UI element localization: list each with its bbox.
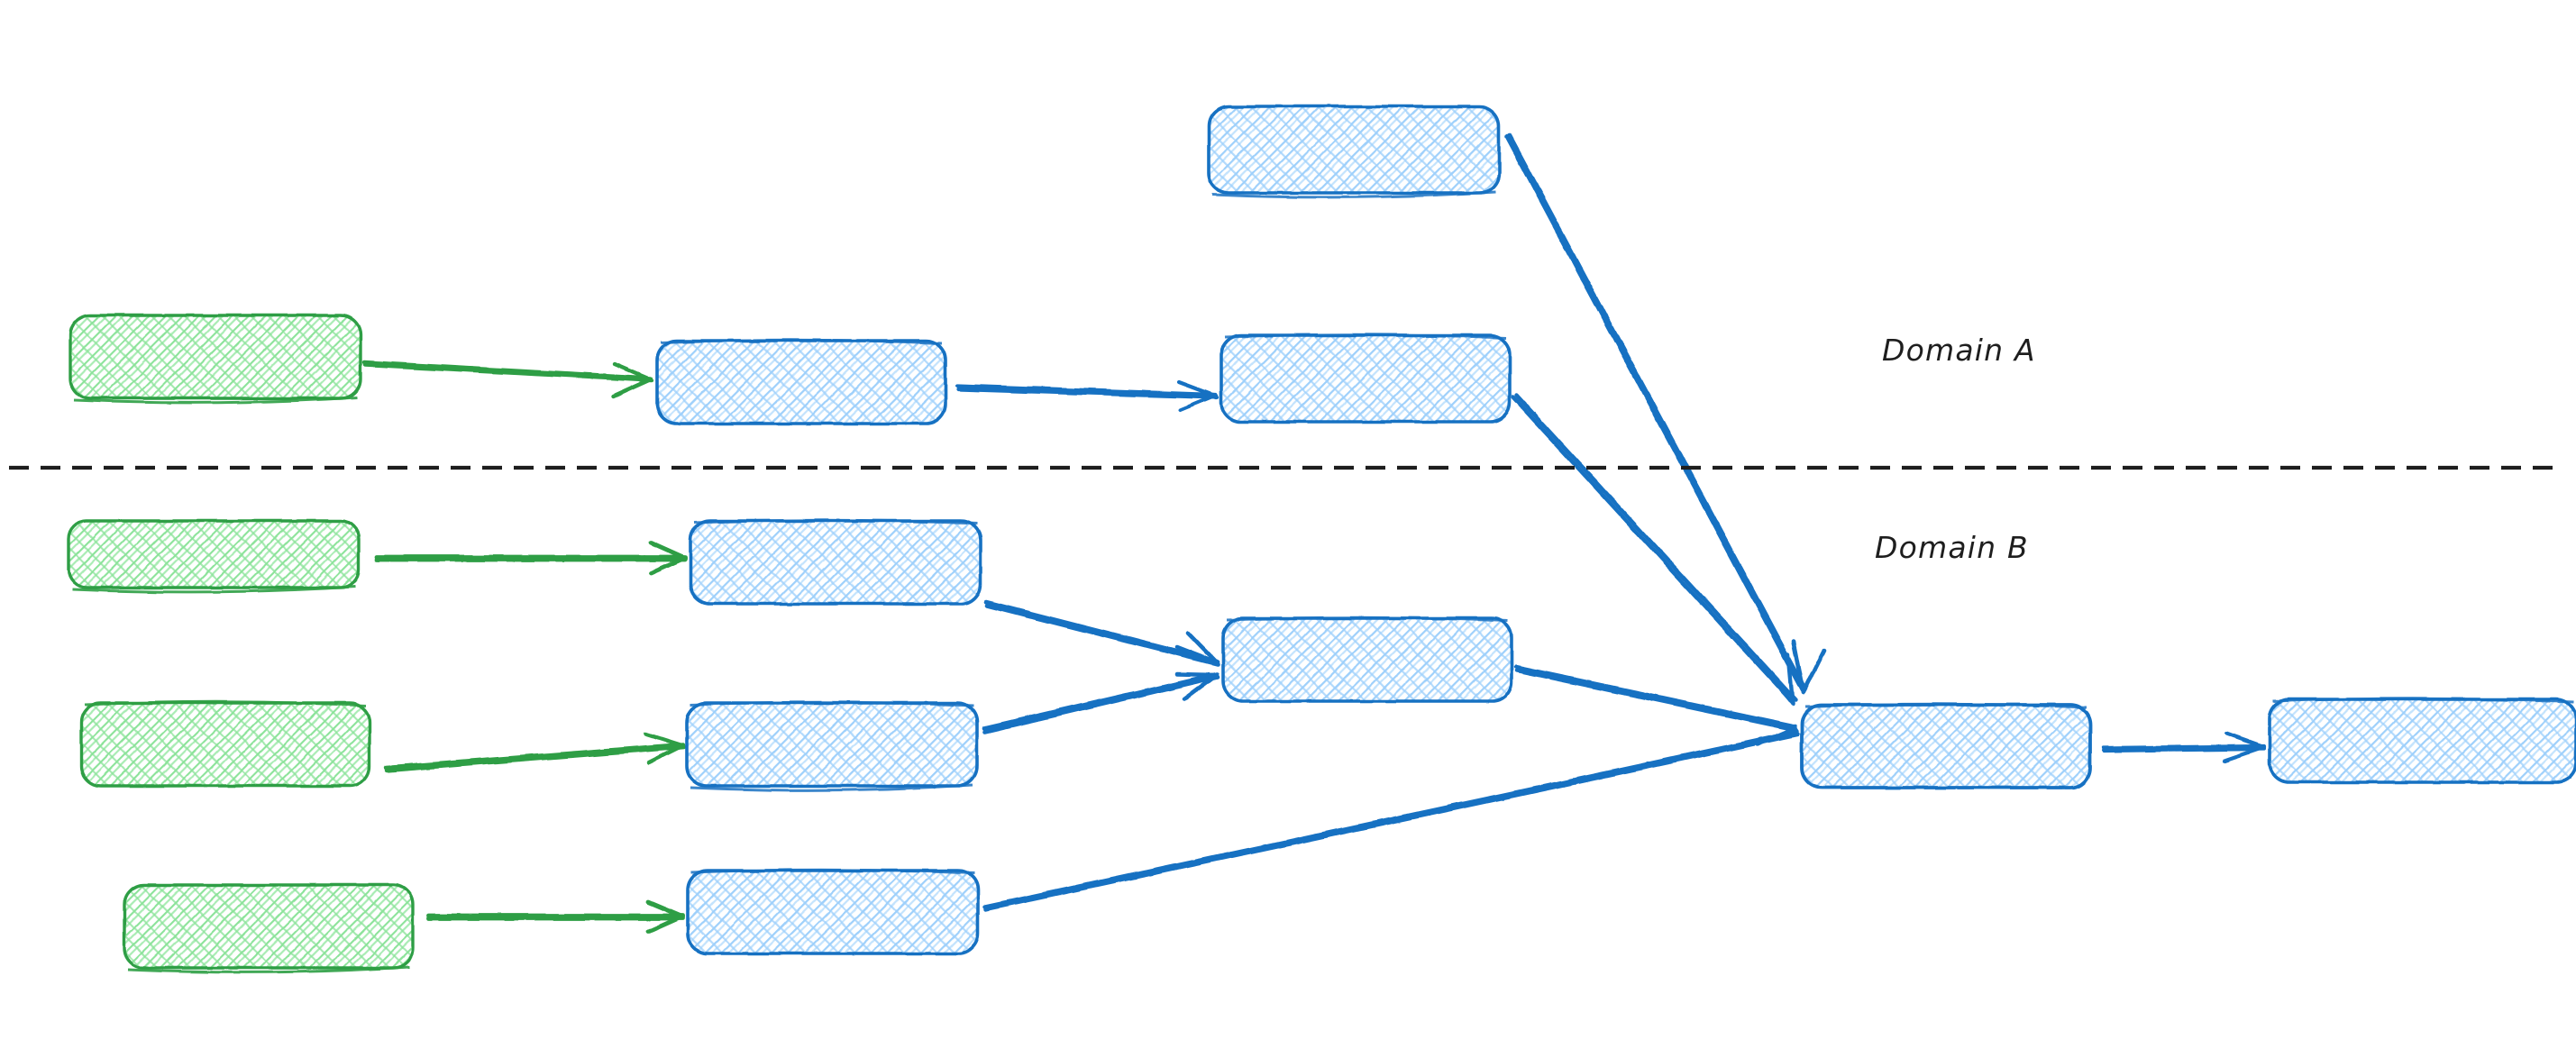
node-b-src-1[interactable] — [67, 519, 361, 594]
domain-a-label: Domain A — [1882, 333, 2036, 368]
node-b-mid-3[interactable] — [686, 868, 980, 955]
node-a-src-1[interactable] — [69, 314, 362, 405]
edge-a-top-1-to-b-join-2[interactable] — [1504, 133, 1827, 695]
edge-a-mid-1-to-a-right-1[interactable] — [955, 379, 1219, 413]
edge-b-src-2-to-b-mid-2[interactable] — [383, 731, 687, 773]
node-b-join-1[interactable] — [1221, 616, 1513, 703]
node-b-join-2[interactable] — [1800, 702, 2092, 789]
node-b-src-3[interactable] — [123, 883, 415, 974]
edge-a-src-1-to-a-mid-1[interactable] — [361, 360, 654, 399]
node-b-mid-2[interactable] — [685, 700, 979, 792]
edge-b-join-2-to-b-out-1[interactable] — [2101, 731, 2267, 763]
node-b-out-1[interactable] — [2268, 697, 2576, 784]
node-b-mid-1[interactable] — [689, 518, 982, 606]
node-a-right-1[interactable] — [1219, 333, 1512, 424]
edge-b-src-3-to-b-mid-3[interactable] — [426, 899, 685, 935]
edge-b-mid-3-to-b-join-2[interactable] — [982, 729, 1801, 912]
edge-b-src-1-to-b-mid-1[interactable] — [374, 540, 688, 576]
edge-a-right-1-to-b-join-2[interactable] — [1510, 392, 1798, 706]
edge-b-join-1-to-b-join-2[interactable] — [1513, 664, 1799, 747]
domain-b-label: Domain B — [1875, 530, 2029, 565]
edge-b-mid-2-to-b-join-1[interactable] — [982, 671, 1220, 734]
node-b-src-2[interactable] — [79, 700, 371, 788]
node-a-top-1[interactable] — [1207, 105, 1501, 199]
edge-b-mid-1-to-b-join-1[interactable] — [983, 599, 1220, 667]
node-a-mid-1[interactable] — [655, 338, 947, 425]
